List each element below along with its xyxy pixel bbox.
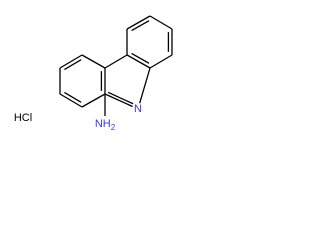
bond-ring-a-1 [126,15,151,30]
bond-ring-a-2 [149,15,173,30]
amine-label: NH2 [95,118,116,132]
bond-ring-c-1 [81,54,106,69]
hydrochloride-label: HCl [14,112,32,124]
bond-ring-b-1 [104,54,128,69]
bond-ring-c-double-2 [64,91,82,103]
chemical-structure-diagram: N NH2 HCl [0,0,189,137]
ring-nitrogen-label: N [134,103,142,115]
bond-ring-b-3 [104,93,133,108]
bond-ring-a-4 [149,54,173,69]
bond-ring-a-double-3 [131,52,150,64]
bond-ring-b-double-cn [107,91,134,105]
bond-ring-c-double-1 [64,59,82,71]
bond-ring-a-5 [126,54,151,69]
bonds-group [59,15,173,116]
amine-nh-text: NH [95,118,111,130]
bond-ring-a-double-1 [131,20,150,32]
bond-ring-b-4 [139,67,151,104]
bond-ring-c-5 [81,93,106,108]
bond-ring-c-4 [59,93,83,108]
amine-subscript: 2 [111,123,116,132]
bond-ring-c-2 [59,54,83,69]
